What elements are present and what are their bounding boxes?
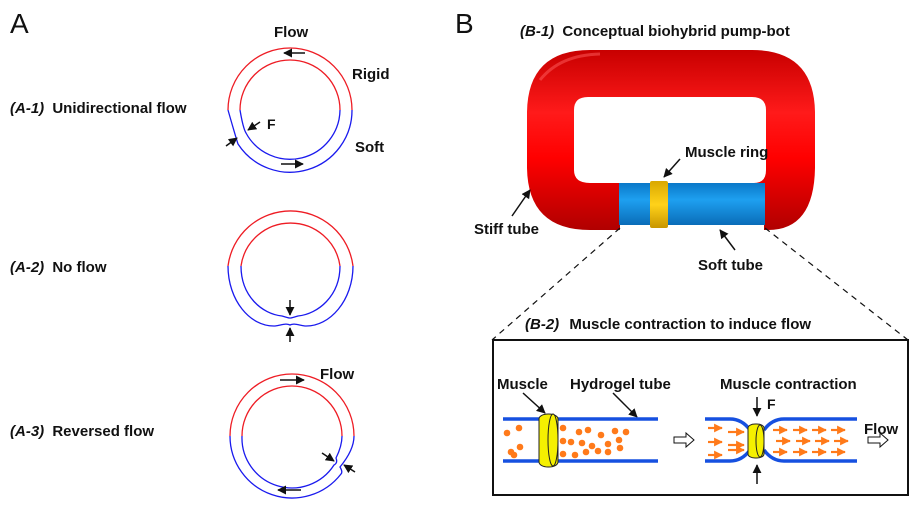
muscle-label: Muscle [497,376,548,393]
hydrogel-arrow [612,392,638,418]
a3-rigid-inner [241,385,343,437]
particle [559,437,567,445]
a3-soft-inner [241,435,343,489]
a1-soft-outer [227,109,353,173]
a2-soft-inner [240,265,341,319]
stiff-tube-highlight [538,52,601,81]
particle [575,428,583,436]
a2-loop [227,210,354,327]
particle [510,451,518,459]
particle [571,451,579,459]
a3-loop [229,373,355,499]
a3-title-text: Reversed flow [52,423,154,440]
zoom-line-right [764,227,909,341]
a1-title-text: Unidirectional flow [52,100,187,117]
relaxed-muscle [538,413,559,468]
particle [622,428,630,436]
a1-flow-label: Flow [274,24,308,41]
a1-title: (A-1) Unidirectional flow [10,100,187,117]
subpanel-a3: (A-3) Reversed flow Flow [10,366,356,499]
soft-tube-arrow [719,229,736,251]
particle [615,436,623,444]
a3-soft-outer [229,435,355,499]
a2-title-text: No flow [52,259,106,276]
b2-title-text: Muscle contraction to induce flow [569,316,811,333]
contracted-muscle [747,423,765,459]
muscle-arrow [522,392,546,414]
particle [503,429,511,437]
a3-title: (A-3) Reversed flow [10,423,154,440]
stiff-tube-label: Stiff tube [474,221,539,238]
panel-a-letter: A [10,8,29,39]
muscle-ring-label: Muscle ring [685,144,768,161]
subpanel-b2: (B-2) Muscle contraction to induce flow … [492,316,909,496]
particles [503,424,630,459]
muscle-ring [650,181,668,228]
panel-b-letter: B [455,8,474,39]
a1-force-label: F [267,116,276,132]
b1-title: (B-1) Conceptual biohybrid pump-bot [520,23,790,40]
particle [559,424,567,432]
a2-tag: (A-2) [10,259,44,276]
a1-soft-label: Soft [355,139,384,156]
subpanel-b1: (B-1) Conceptual biohybrid pump-bot Musc… [474,23,909,341]
contraction-label: Muscle contraction [720,376,857,393]
muscle-ring-arrow [663,158,681,178]
a1-rigid-inner [239,59,341,111]
contracted-tube-top-wall [705,417,857,432]
a1-soft-inner [239,109,341,160]
a2-soft-outer [227,265,354,327]
a2-title: (A-2) No flow [10,259,107,276]
subpanel-a1: (A-1) Unidirectional flow Flow Rigid Sof… [10,24,390,173]
a1-loop [227,47,353,173]
soft-tube-label: Soft tube [698,257,763,274]
a3-tag: (A-3) [10,423,44,440]
a3-flow-label: Flow [320,366,354,383]
a1-rigid-label: Rigid [352,66,390,83]
particle [516,443,524,451]
a1-tag: (A-1) [10,100,44,117]
particle [611,427,619,435]
particle [604,440,612,448]
particle [584,426,592,434]
soft-tube [619,183,765,225]
b2-box [492,339,909,496]
subpanel-a2: (A-2) No flow [10,210,354,342]
b2-force-label: F [767,396,776,412]
b2-tag: (B-2) [525,316,559,333]
a2-rigid-outer [227,210,354,267]
particle [597,431,605,439]
particle [515,424,523,432]
particle [588,442,596,450]
a3-force-arrow-inner [321,452,335,462]
stiff-tube [527,50,815,230]
a2-rigid-inner [240,222,341,267]
transition-arrow [673,431,695,449]
particle [578,439,586,447]
b2-flow-arrow [867,431,889,449]
b2-title: (B-2) Muscle contraction to induce flow [525,316,811,333]
particle [582,448,590,456]
a1-force-arrow-outer [225,137,238,147]
a3-force-arrow-outer [343,464,356,474]
particle [559,450,567,458]
b2-flow-label: Flow [864,421,898,438]
flow-arrows [708,423,849,460]
particle [604,448,612,456]
a1-rigid-outer [227,47,353,111]
stiff-tube-arrow [511,189,531,217]
b1-tag: (B-1) [520,23,554,40]
particle [567,438,575,446]
b1-title-text: Conceptual biohybrid pump-bot [562,23,789,40]
particle [594,447,602,455]
a1-force-arrow-inner [247,121,261,131]
particle [616,444,624,452]
hydrogel-label: Hydrogel tube [570,376,671,393]
a3-rigid-outer [229,373,355,437]
pump-bot [527,50,815,230]
